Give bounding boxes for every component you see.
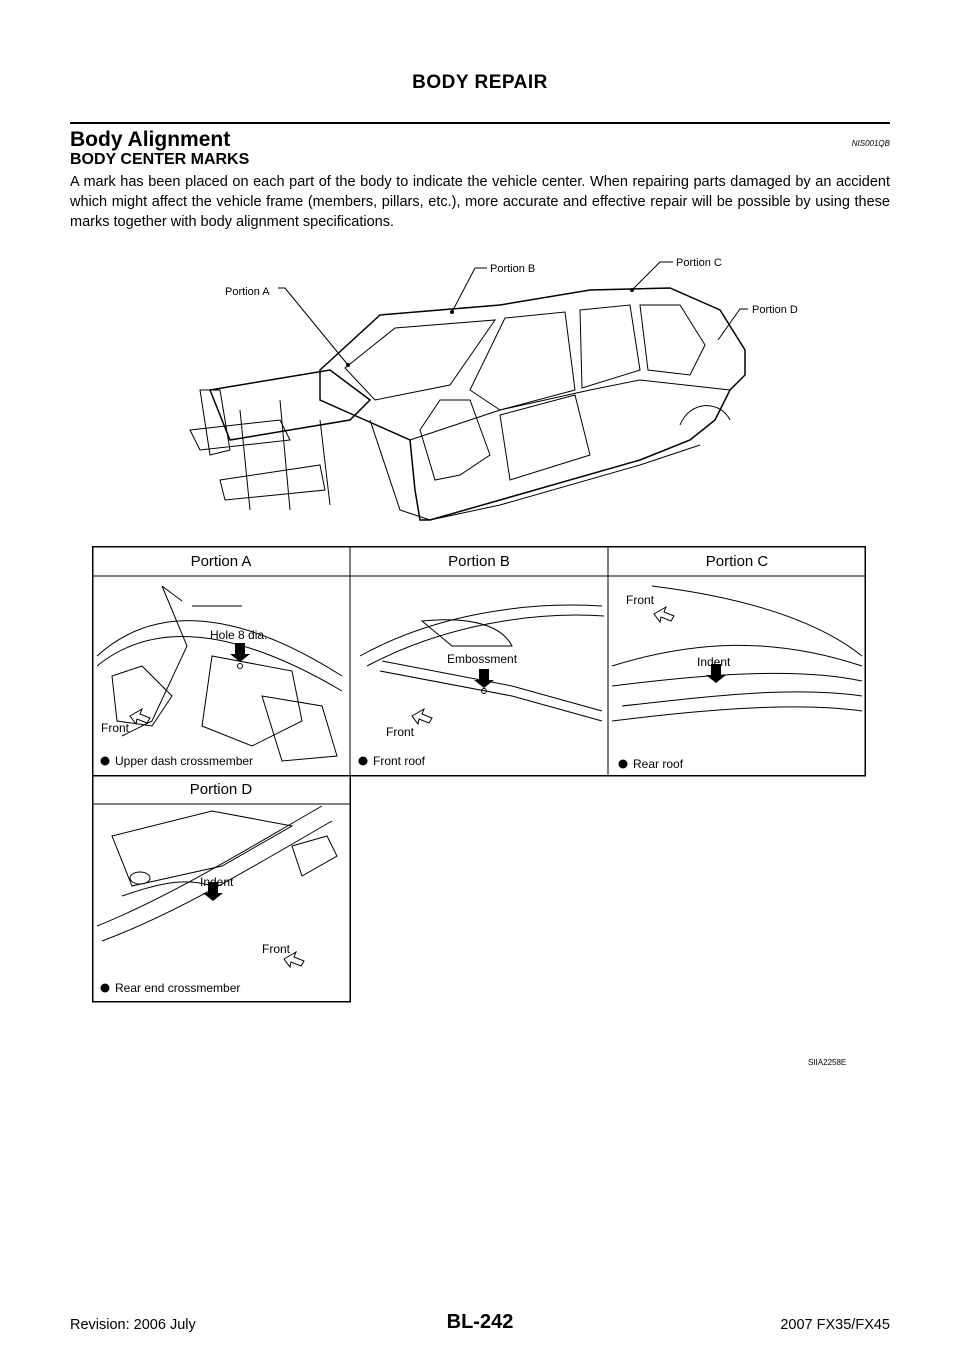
portion-b-emboss-icon: [481, 688, 487, 694]
leader-line-a: [278, 287, 349, 366]
portion-b-bullet-icon: [358, 756, 368, 766]
portion-a-header: Portion A: [191, 553, 252, 570]
portion-c-mark-label: Indent: [697, 655, 731, 669]
document-code: NIS001QB: [851, 139, 890, 148]
portion-d-part-label: Rear end crossmember: [115, 981, 240, 995]
portion-a-arrow-icon: [230, 643, 250, 662]
portion-b-mark-label: Embossment: [447, 652, 518, 666]
portion-d-front-arrow-icon: [283, 950, 305, 969]
figure-id: SIIA2258E: [808, 1058, 847, 1067]
portion-d-front-label: Front: [262, 942, 291, 956]
section-heading: Body Alignment: [70, 128, 231, 151]
portion-b-illustration: [359, 604, 605, 726]
callout-portion-a: Portion A: [225, 286, 270, 298]
portion-d-illustration: [96, 805, 338, 969]
portion-a-hole-icon: [237, 663, 243, 669]
portion-c-bullet-icon: [618, 759, 628, 769]
table-portion-d-border: [92, 775, 351, 1003]
sub-heading: BODY CENTER MARKS: [70, 151, 250, 168]
table-top-row-border: [92, 546, 866, 777]
portion-b-arrow-icon: [474, 669, 494, 688]
portion-a-bullet-icon: [100, 756, 110, 766]
portion-a-part-label: Upper dash crossmember: [115, 754, 253, 768]
portion-c-arrow-icon: [706, 664, 726, 683]
callout-portion-b: Portion B: [490, 263, 535, 275]
portion-c-front-label: Front: [626, 593, 655, 607]
leader-line-c: [631, 261, 673, 291]
portion-b-front-arrow-icon: [411, 707, 433, 726]
leader-line-d: [717, 308, 748, 341]
car-body-shell: [189, 287, 746, 521]
portion-c-illustration: [611, 585, 863, 722]
portion-c-header: Portion C: [706, 553, 769, 570]
footer-revision: Revision: 2006 July: [70, 1317, 196, 1333]
portion-b-part-label: Front roof: [373, 754, 426, 768]
portion-d-header: Portion D: [190, 781, 253, 798]
portion-detail-table: Portion A Portion B Portion C Portion D …: [92, 546, 866, 1006]
portion-d-bullet-icon: [100, 983, 110, 993]
portion-d-mark-label: Indent: [200, 875, 234, 889]
callout-portion-d: Portion D: [752, 304, 798, 316]
leader-line-b: [451, 267, 487, 313]
body-paragraph: A mark has been placed on each part of t…: [70, 174, 890, 230]
marker-dot-b: [450, 310, 454, 314]
portion-b-front-label: Front: [386, 725, 415, 739]
footer-model: 2007 FX35/FX45: [780, 1317, 890, 1333]
portion-c-part-label: Rear roof: [633, 757, 684, 771]
portion-c-front-arrow-icon: [653, 605, 675, 624]
header-rule: [70, 122, 890, 124]
portion-a-front-arrow-icon: [129, 707, 151, 726]
portion-b-header: Portion B: [448, 553, 510, 570]
callout-portion-c: Portion C: [676, 257, 722, 269]
portion-a-illustration: [96, 585, 343, 762]
footer-page-number: BL-242: [446, 1311, 514, 1333]
portion-a-front-label: Front: [101, 721, 130, 735]
page-header-title: BODY REPAIR: [412, 72, 548, 93]
body-overview-illustration: Portion A Portion B Portion C Portion D: [170, 250, 810, 540]
portion-d-arrow-icon: [203, 882, 223, 901]
portion-a-mark-label: Hole 8 dia.: [210, 628, 267, 642]
